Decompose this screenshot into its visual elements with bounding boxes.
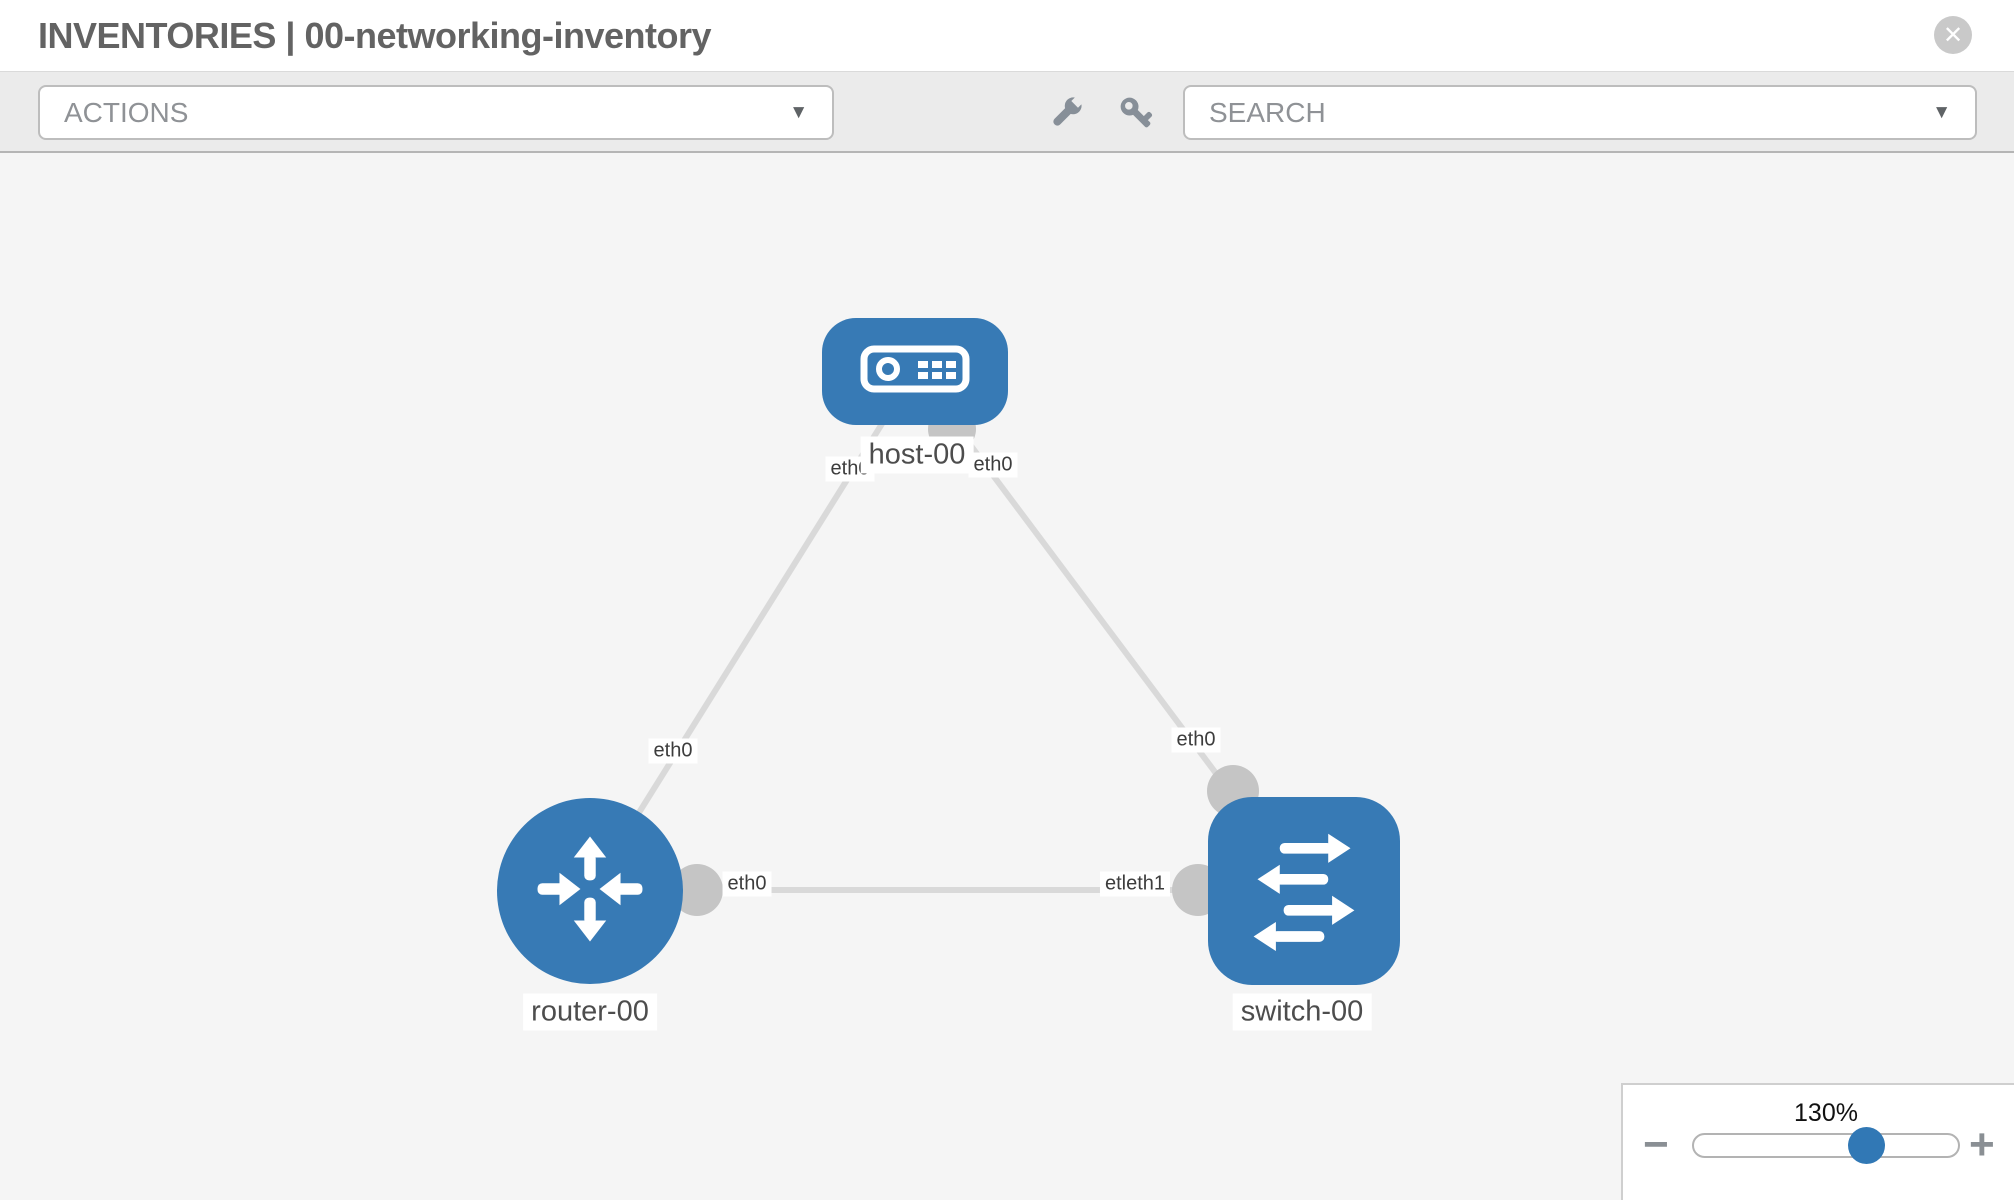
- interface-port: [671, 864, 723, 916]
- node-router-00[interactable]: [497, 798, 683, 984]
- zoom-slider-handle[interactable]: [1848, 1127, 1885, 1164]
- zoom-in-button[interactable]: +: [1969, 1120, 1995, 1169]
- interface-label: etleth1: [1099, 871, 1171, 897]
- close-glyph: ✕: [1942, 21, 1964, 49]
- key-icon[interactable]: [1116, 93, 1158, 135]
- node-label-router: router-00: [523, 993, 657, 1031]
- zoom-control-panel: 130% − +: [1621, 1083, 2014, 1200]
- switch-arrows-icon: [1241, 826, 1367, 957]
- page-title: INVENTORIES | 00-networking-inventory: [38, 15, 712, 56]
- chevron-down-icon: ▼: [789, 101, 808, 123]
- node-label-switch: switch-00: [1232, 993, 1372, 1031]
- router-arrows-icon: [528, 827, 652, 956]
- interface-label: eth0: [1171, 727, 1221, 753]
- node-host-00[interactable]: [822, 318, 1008, 425]
- search-dropdown-label: SEARCH: [1209, 96, 1326, 128]
- wrench-icon[interactable]: [1044, 93, 1086, 135]
- interface-label: eth0: [825, 456, 875, 482]
- interface-label: eth0: [722, 871, 772, 897]
- close-icon[interactable]: ✕: [1934, 16, 1972, 54]
- actions-dropdown-label: ACTIONS: [64, 96, 189, 128]
- search-dropdown[interactable]: SEARCH ▼: [1183, 85, 1977, 140]
- zoom-slider-track[interactable]: [1692, 1127, 1960, 1164]
- zoom-out-button[interactable]: −: [1643, 1120, 1669, 1169]
- node-switch-00[interactable]: [1208, 797, 1400, 985]
- topology-links: [587, 369, 1307, 916]
- toolbar: ACTIONS ▼ SEAR: [0, 72, 2014, 153]
- topology-canvas[interactable]: eth0 eth0 eth0 eth0 eth0 etleth1 host-00…: [0, 153, 2014, 1200]
- interface-label: eth0: [648, 738, 698, 764]
- server-icon: [860, 343, 970, 400]
- actions-dropdown[interactable]: ACTIONS ▼: [38, 85, 834, 140]
- chevron-down-icon: ▼: [1932, 101, 1951, 123]
- zoom-level-value: 130%: [1794, 1099, 1858, 1127]
- interface-label: eth0: [968, 452, 1018, 478]
- node-label-host: host-00: [860, 436, 974, 474]
- header: INVENTORIES | 00-networking-inventory ✕: [0, 0, 2014, 72]
